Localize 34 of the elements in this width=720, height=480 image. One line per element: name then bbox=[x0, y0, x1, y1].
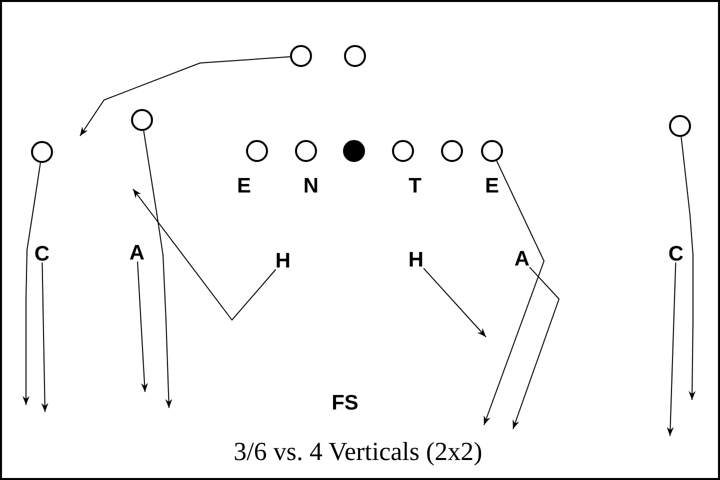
player-circle bbox=[131, 109, 153, 131]
center-dot bbox=[343, 140, 365, 162]
route-arrow bbox=[423, 268, 486, 338]
position-letter: E bbox=[485, 178, 499, 194]
route-arrow bbox=[132, 188, 276, 321]
position-letter: E bbox=[237, 178, 251, 194]
position-letter: T bbox=[408, 178, 422, 194]
route-arrow bbox=[143, 130, 172, 408]
route-arrow bbox=[666, 262, 676, 436]
route-arrow bbox=[137, 261, 148, 392]
player-circle bbox=[669, 115, 691, 137]
route-arrow bbox=[80, 56, 290, 136]
position-letter: H bbox=[408, 252, 424, 268]
player-circle bbox=[31, 141, 53, 163]
player-circle bbox=[392, 140, 414, 162]
position-letter: H bbox=[275, 252, 291, 270]
player-circle bbox=[246, 140, 268, 162]
player-circle bbox=[441, 140, 463, 162]
route-arrow bbox=[484, 160, 545, 426]
player-circle bbox=[344, 45, 366, 67]
route-arrow bbox=[41, 262, 48, 412]
position-letter: FS bbox=[332, 394, 358, 412]
position-letter: A bbox=[514, 250, 530, 268]
route-arrow bbox=[512, 266, 560, 430]
route-arrow bbox=[680, 136, 696, 400]
caption: 3/6 vs. 4 Verticals (2x2) bbox=[234, 438, 482, 466]
route-arrow bbox=[22, 162, 41, 406]
player-circle bbox=[290, 45, 312, 67]
position-letter: C bbox=[34, 246, 50, 262]
position-letter: A bbox=[129, 244, 145, 262]
position-letter: N bbox=[303, 178, 319, 194]
player-circle bbox=[295, 140, 317, 162]
player-circle bbox=[481, 140, 503, 162]
position-letter: C bbox=[668, 246, 684, 262]
